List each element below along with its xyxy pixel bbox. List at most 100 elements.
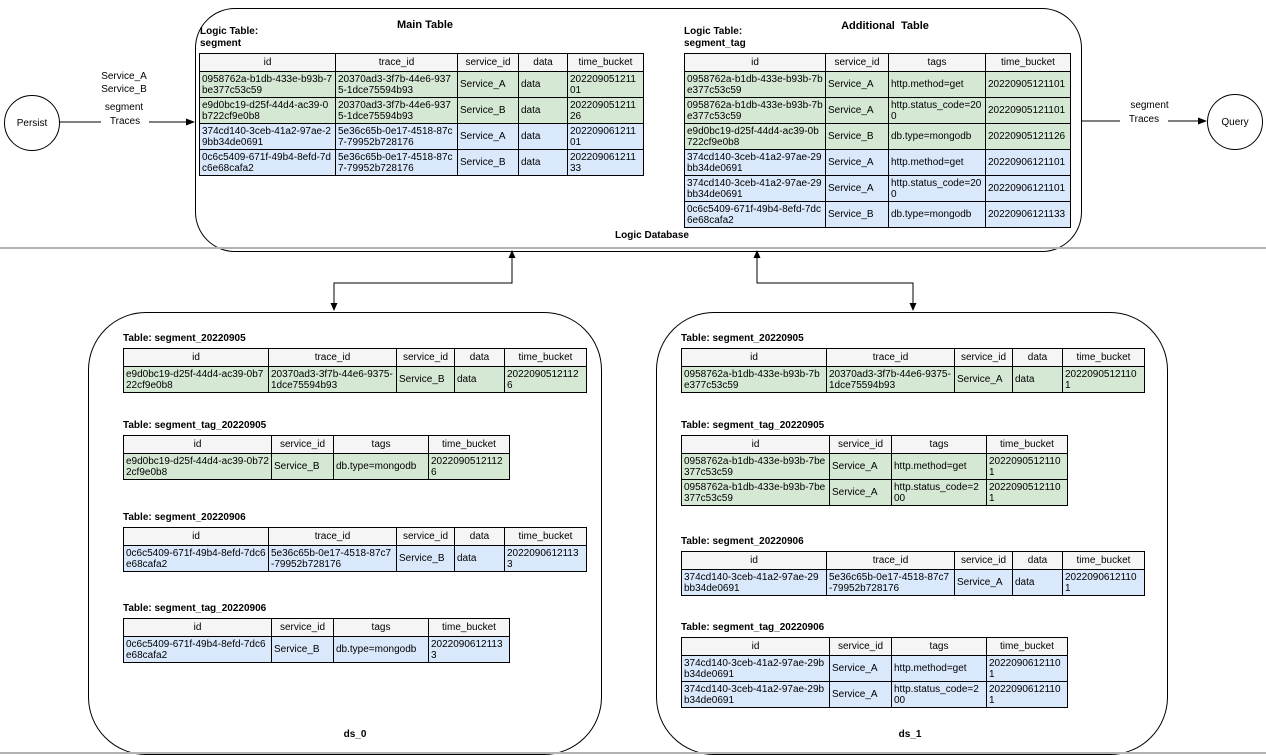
column-header: tags [333, 435, 429, 454]
table-cell: Service_A [457, 71, 519, 98]
table-cell: 20220905121126 [504, 366, 587, 393]
main-logic-label-line1: Logic Table: [200, 26, 259, 37]
main-logic-table-label: Logic Table: segment [200, 26, 258, 50]
additional-logic-table-label: Logic Table: segment_tag [684, 26, 746, 50]
column-header: id [681, 551, 827, 570]
ds1-segment-tag-20220905-title: Table: segment_tag_20220905 [681, 420, 825, 431]
column-header: service_id [457, 53, 519, 72]
column-header: id [123, 618, 272, 637]
table-cell: db.type=mongodb [333, 636, 429, 663]
column-header: id [123, 348, 269, 367]
column-header: service_id [829, 637, 892, 656]
ds1-segment-20220906-title: Table: segment_20220906 [681, 536, 804, 547]
ds0-caption: ds_0 [343, 729, 367, 740]
column-header: id [684, 53, 826, 72]
table-cell: data [518, 71, 568, 98]
table-cell: 20220905121101 [567, 71, 644, 98]
table-cell: 0958762a-b1db-433e-b93b-7be377c53c59 [199, 71, 336, 98]
table-cell: Service_A [954, 366, 1013, 393]
table-cell: 20220906121101 [986, 655, 1068, 682]
additional-table-section-title: Additional Table [841, 20, 929, 32]
table-cell: data [1012, 569, 1063, 596]
table-cell: Service_A [825, 149, 889, 176]
table-cell: Service_B [271, 453, 334, 480]
table-cell: http.method=get [888, 71, 986, 98]
column-header: data [454, 348, 505, 367]
table-cell: 20220905121126 [567, 97, 644, 124]
column-header: service_id [396, 348, 455, 367]
page-boundary-line [0, 752, 1266, 754]
column-header: service_id [396, 527, 455, 546]
column-header: time_bucket [504, 527, 587, 546]
table-cell: http.method=get [891, 655, 987, 682]
persist-flow-service-a: Service_A [101, 71, 147, 82]
column-header: time_bucket [428, 435, 510, 454]
table-cell: http.status_code=200 [891, 681, 987, 708]
table-cell: Service_A [829, 681, 892, 708]
table-cell: 0c6c5409-671f-49b4-8efd-7dc6e68cafa2 [123, 636, 272, 663]
column-header: id [681, 637, 830, 656]
column-header: time_bucket [428, 618, 510, 637]
column-header: time_bucket [985, 53, 1071, 72]
table-cell: 374cd140-3ceb-41a2-97ae-29bb34de0691 [684, 149, 826, 176]
persist-node-label: Persist [16, 117, 48, 129]
persist-flow-service-b: Service_B [101, 84, 147, 95]
main-logic-label-line2: segment [200, 38, 242, 49]
table-cell: 20220906121133 [504, 545, 587, 572]
table-cell: db.type=mongodb [888, 123, 986, 150]
table-cell: http.status_code=200 [891, 479, 987, 506]
table-cell: http.method=get [891, 453, 987, 480]
table-cell: db.type=mongodb [333, 453, 429, 480]
column-header: time_bucket [986, 637, 1068, 656]
table-cell: 0958762a-b1db-433e-b93b-7be377c53c59 [681, 366, 827, 393]
table-cell: 20370ad3-3f7b-44e6-9375-1dce75594b93 [268, 366, 397, 393]
query-node: Query [1207, 94, 1263, 150]
column-header: time_bucket [567, 53, 644, 72]
table-cell: http.method=get [888, 149, 986, 176]
table-cell: data [518, 149, 568, 176]
table-cell: Service_B [396, 366, 455, 393]
ds1-segment-20220905-title: Table: segment_20220905 [681, 333, 804, 344]
ds1-segment-tag-20220906-title: Table: segment_tag_20220906 [681, 622, 825, 633]
table-cell: 374cd140-3ceb-41a2-97ae-29bb34de0691 [199, 123, 336, 150]
table-cell: 0958762a-b1db-433e-b93b-7be377c53c59 [684, 71, 826, 98]
table-cell: 20370ad3-3f7b-44e6-9375-1dce75594b93 [335, 97, 458, 124]
ds0-segment-tag-20220905-title: Table: segment_tag_20220905 [123, 420, 267, 431]
table-cell: Service_A [829, 453, 892, 480]
page-boundary-line [0, 247, 1266, 249]
table-cell: 20220905121126 [985, 123, 1071, 150]
table-cell: e9d0bc19-d25f-44d4-ac39-0b722cf9e0b8 [684, 123, 826, 150]
column-header: tags [333, 618, 429, 637]
table-cell: 20220906121101 [985, 175, 1071, 202]
table-cell: Service_B [825, 123, 889, 150]
query-node-label: Query [1221, 116, 1249, 128]
table-cell: 0c6c5409-671f-49b4-8efd-7dc6e68cafa2 [684, 201, 826, 228]
table-cell: Service_B [271, 636, 334, 663]
persist-flow-segment: segment [104, 102, 144, 113]
ds0-segment-20220905-title: Table: segment_20220905 [123, 333, 246, 344]
table-cell: 20370ad3-3f7b-44e6-9375-1dce75594b93 [826, 366, 955, 393]
additional-logic-label-line1: Logic Table: [684, 26, 743, 37]
table-cell: db.type=mongodb [888, 201, 986, 228]
table-cell: 0c6c5409-671f-49b4-8efd-7dc6e68cafa2 [123, 545, 269, 572]
column-header: trace_id [826, 551, 955, 570]
table-cell: Service_B [457, 149, 519, 176]
